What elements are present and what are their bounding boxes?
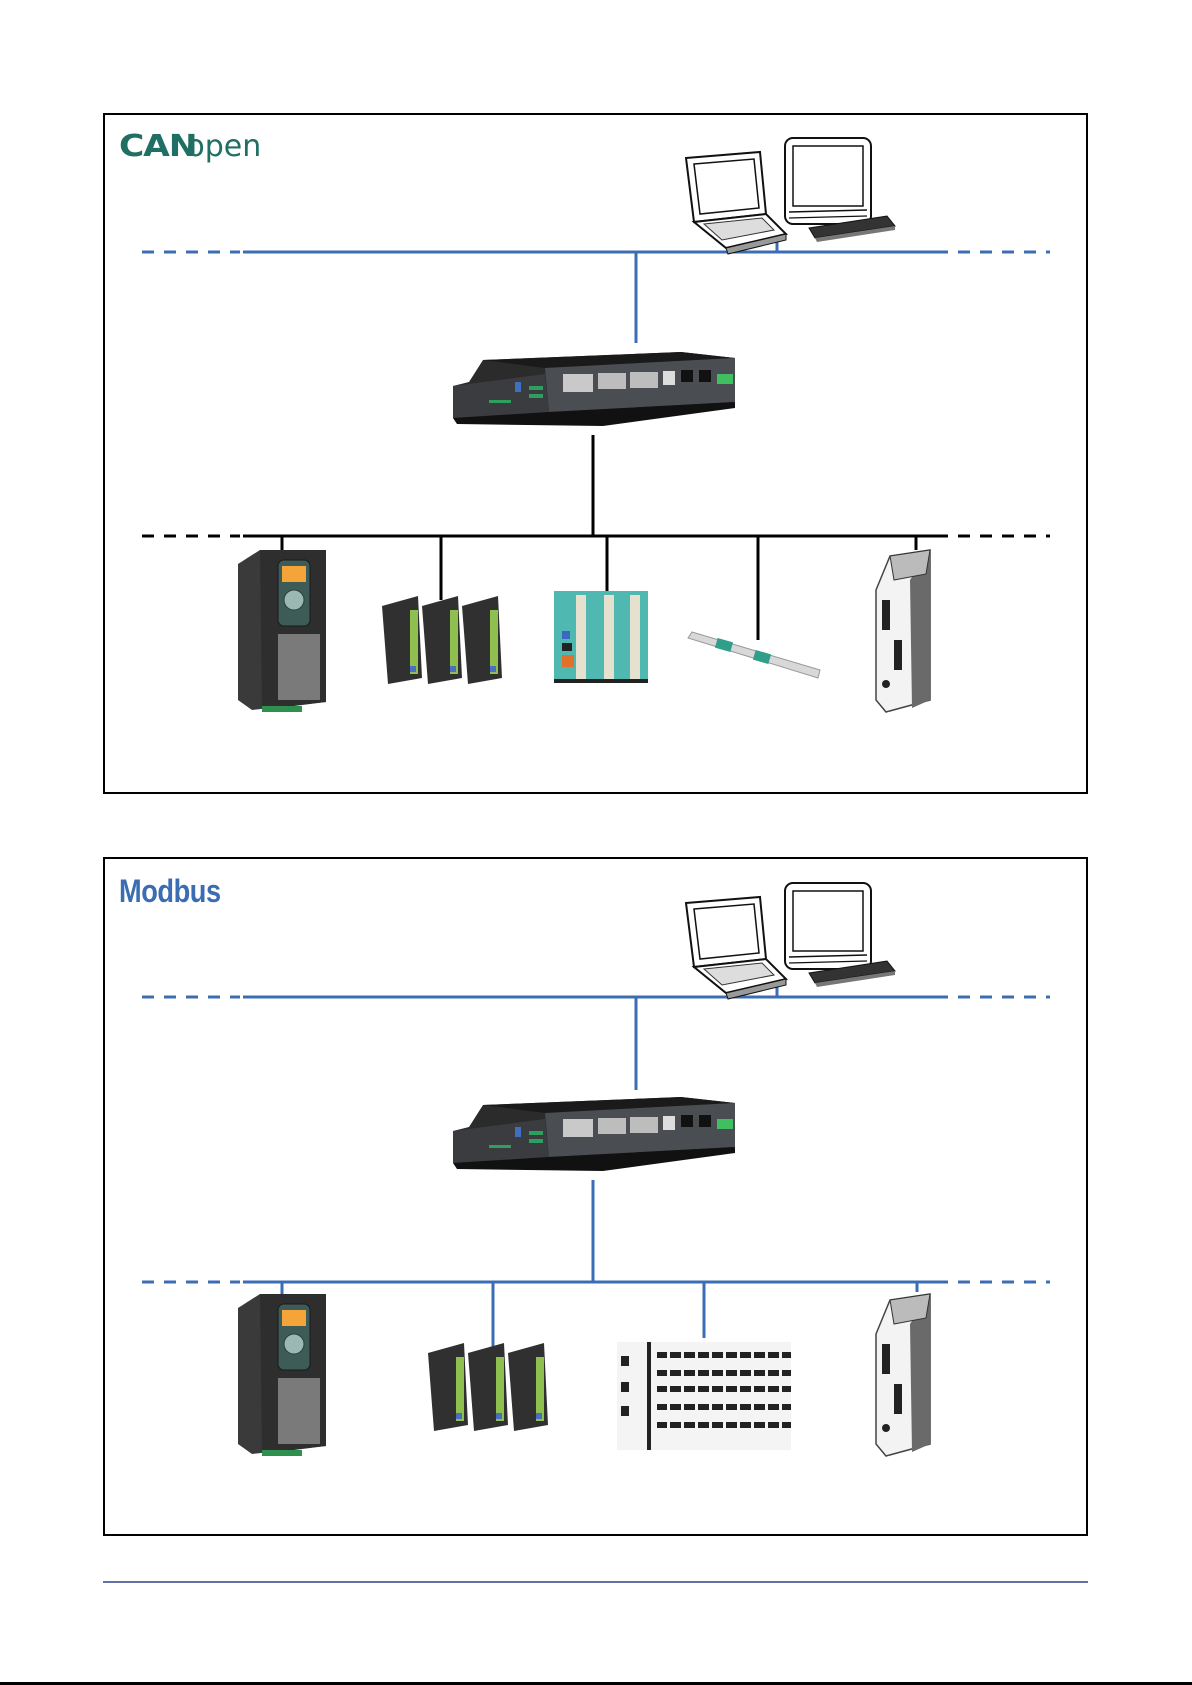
- signal-conditioner-modules-icon: [382, 596, 502, 684]
- signal-conditioner-modules-icon: [428, 1343, 548, 1431]
- footer-rule: [103, 1581, 1088, 1583]
- terminal-io-block-icon: [617, 1342, 791, 1450]
- desktop-monitor-icon: [785, 883, 871, 969]
- industrial-controller-icon: [453, 352, 735, 426]
- servo-drive-icon: [876, 1294, 930, 1456]
- servo-drive-icon: [876, 550, 930, 712]
- industrial-controller-icon: [453, 1097, 735, 1171]
- linear-position-sensor-icon: [688, 632, 820, 678]
- io-module-rack-icon: [554, 591, 648, 683]
- canopen-diagram: [142, 138, 1050, 712]
- inverter-drive-icon: [238, 1294, 326, 1456]
- inverter-drive-icon: [238, 550, 326, 712]
- laptop-icon: [686, 152, 786, 254]
- laptop-icon: [686, 897, 786, 999]
- modbus-diagram: [142, 883, 1050, 1456]
- desktop-monitor-icon: [785, 138, 871, 224]
